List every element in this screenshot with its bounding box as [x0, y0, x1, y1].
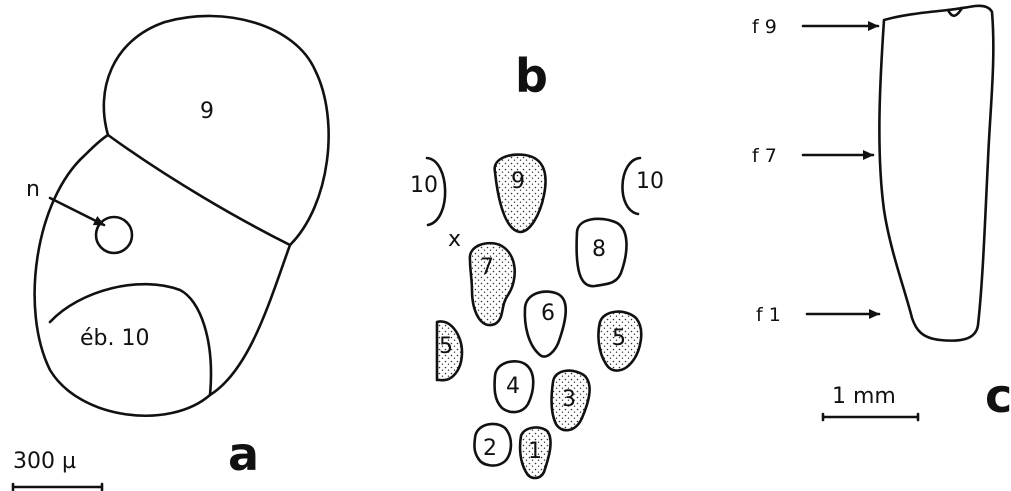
- panel-a-bud-outline: [48, 282, 213, 397]
- cell-3: [550, 369, 591, 432]
- cell-2-label: 2: [483, 436, 497, 461]
- panel-b: b 10 10 x 9 8 7 6 5 5 4 3 2: [410, 49, 664, 480]
- cell-5-right: [597, 310, 643, 372]
- label-f9: f 9: [752, 16, 777, 38]
- cell-6-label: 6: [541, 301, 555, 326]
- cell-9: [493, 153, 547, 234]
- panel-a: 9 n éb. 10 a 300 µ: [11, 14, 330, 491]
- label-f7: f 7: [752, 145, 777, 167]
- panel-c-outline: [878, 4, 995, 342]
- cell-5-left-label: 5: [439, 334, 453, 359]
- cell-7-label: 7: [480, 255, 494, 280]
- panel-a-upper-division: [106, 133, 292, 247]
- right-bracket-10: [621, 156, 642, 216]
- cell-1-label: 1: [528, 439, 542, 464]
- cell-4: [493, 360, 535, 414]
- cell-9-label: 9: [200, 99, 214, 124]
- label-f1: f 1: [756, 304, 781, 326]
- scale-bar-c: [821, 412, 920, 422]
- cell-5-right-label: 5: [612, 326, 626, 351]
- cell-6: [523, 290, 568, 358]
- nucleus: [94, 215, 134, 255]
- cell-1: [518, 426, 552, 480]
- panel-b-letter: b: [515, 49, 548, 103]
- cell-8: [575, 217, 628, 288]
- panel-a-letter: a: [228, 427, 259, 481]
- panel-a-outline: [33, 14, 330, 418]
- cell-7: [468, 241, 517, 327]
- cell-5-left: [435, 320, 464, 382]
- bud-label: éb. 10: [80, 326, 149, 351]
- right-bracket-10-label: 10: [636, 169, 664, 194]
- left-bracket-10-label: 10: [410, 173, 438, 198]
- cell-3-label: 3: [562, 387, 576, 412]
- cell-2: [473, 422, 513, 467]
- panel-c-notch: [946, 6, 964, 18]
- cell-4-label: 4: [506, 374, 520, 399]
- left-bracket-10: [425, 156, 447, 227]
- panel-c: f 9 f 7 f 1 1 mm c: [752, 4, 1011, 423]
- nucleus-label: n: [26, 177, 40, 202]
- scale-bar-a-label: 300 µ: [13, 449, 76, 474]
- x-mark: x: [448, 227, 461, 252]
- nucleus-arrow: [48, 196, 106, 227]
- scale-bar-c-label: 1 mm: [832, 384, 896, 409]
- cell-9-b-label: 9: [511, 169, 525, 194]
- panel-c-letter: c: [985, 369, 1011, 423]
- scale-bar-a: [11, 482, 104, 491]
- cell-8-label: 8: [592, 237, 606, 262]
